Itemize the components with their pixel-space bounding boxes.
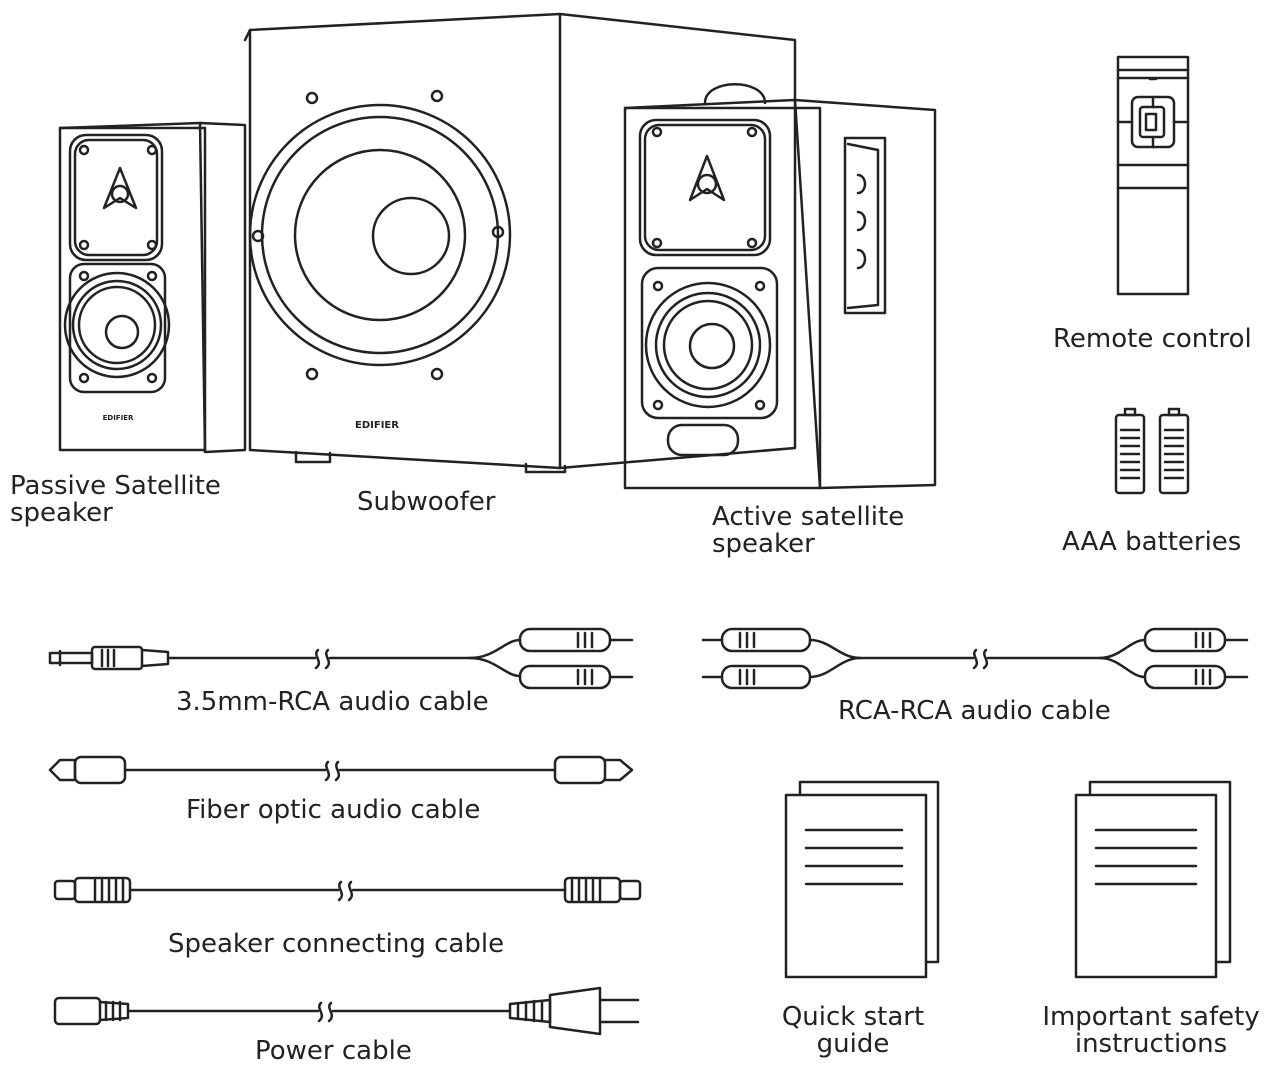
cable-rca-rca-illustration [701, 627, 1249, 690]
subwoofer-illustration [243, 12, 797, 474]
label-line: Important safety [1042, 1002, 1260, 1032]
aaa-batteries-illustration [1114, 407, 1190, 495]
label-line: instructions [1074, 1029, 1228, 1060]
label-subwoofer: Subwoofer [357, 487, 496, 517]
label-line: Active satellite [712, 502, 905, 532]
cable-35mm-rca-illustration [48, 627, 634, 690]
label-rca-rca-cable: RCA-RCA audio cable [838, 696, 1111, 726]
label-quick-start-guide: Quick start guide [772, 1002, 934, 1060]
label-speaker-connecting-cable: Speaker connecting cable [168, 929, 505, 959]
label-line: speaker [712, 529, 815, 560]
label-power-cable: Power cable [255, 1036, 412, 1066]
label-important-safety-instructions: Important safety instructions [1038, 1002, 1264, 1060]
safety-instructions-illustration [1074, 780, 1232, 979]
cable-power-illustration [53, 986, 640, 1036]
label-line: Passive Satellite [10, 471, 221, 501]
label-line: speaker [10, 498, 113, 529]
label-remote-control: Remote control [1053, 324, 1252, 354]
label-aaa-batteries: AAA batteries [1062, 527, 1242, 557]
cable-fiber-optic-illustration [48, 755, 634, 785]
label-fiber-optic-cable: Fiber optic audio cable [186, 795, 481, 825]
active-satellite-speaker-illustration [623, 83, 937, 490]
subwoofer-logo-text: EDIFIER [355, 420, 399, 431]
remote-control-illustration [1116, 55, 1190, 296]
label-35mm-rca-cable: 3.5mm-RCA audio cable [176, 687, 489, 717]
passive-logo-text: EDIFIER [103, 414, 134, 422]
label-passive-satellite-speaker: Passive Satellite speaker [10, 471, 221, 529]
passive-satellite-speaker-illustration [58, 121, 247, 454]
label-active-satellite-speaker: Active satellite speaker [712, 502, 904, 560]
quick-start-guide-illustration [784, 780, 940, 979]
label-line: guide [816, 1029, 890, 1060]
label-line: Quick start [781, 1002, 925, 1032]
cable-speaker-illustration [53, 876, 642, 904]
